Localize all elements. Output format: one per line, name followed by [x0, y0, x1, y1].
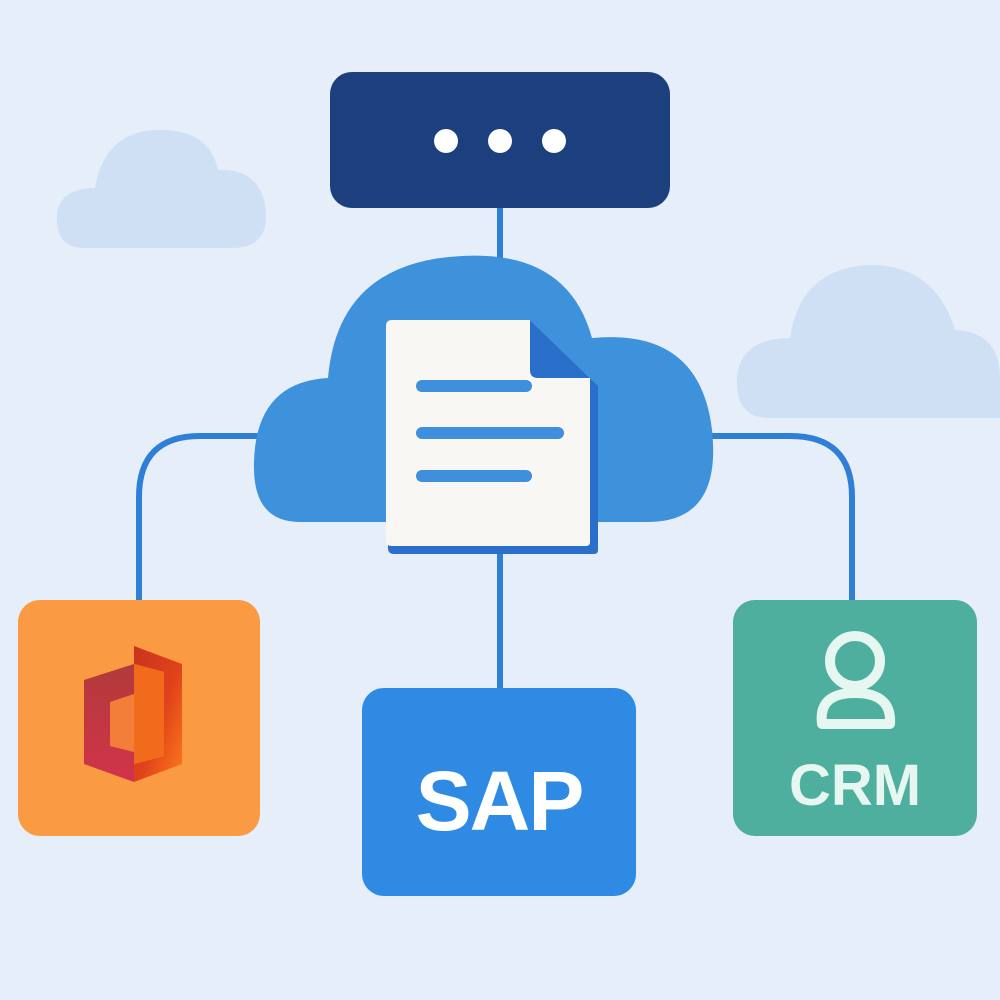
office-node[interactable]: [18, 600, 260, 836]
sap-label: SAP: [416, 754, 583, 848]
document-icon: [386, 320, 598, 554]
connector-cloud-to-office: [136, 433, 265, 605]
background-cloud-left: [56, 130, 267, 248]
more-dots-icon: [434, 129, 566, 153]
connector-lines: [136, 205, 855, 693]
connector-cloud-to-crm: [705, 433, 855, 605]
microsoft-office-logo-icon: [84, 646, 182, 782]
background-cloud-right: [736, 265, 1000, 418]
top-menu-box[interactable]: [330, 72, 670, 208]
sap-node[interactable]: SAP: [362, 688, 636, 896]
cloud-hub[interactable]: [253, 255, 714, 554]
crm-node[interactable]: CRM: [733, 600, 977, 836]
crm-label: CRM: [789, 753, 921, 818]
user-icon: [816, 631, 896, 729]
